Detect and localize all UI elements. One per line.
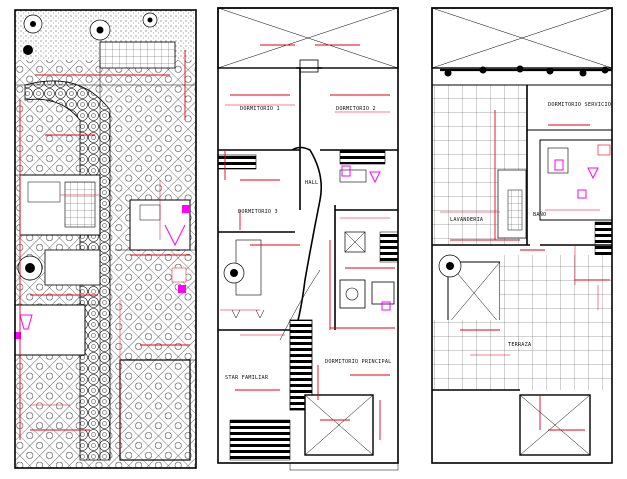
- room-label-dormitorio-2: DORMITORIO 2: [336, 106, 376, 112]
- plan-second-floor: [217, 7, 399, 471]
- room-label-bano: BAÑO: [533, 211, 546, 218]
- room-label-lavanderia: LAVANDERIA: [450, 217, 484, 223]
- room-label-star-familiar: STAR FAMILIAR: [225, 375, 269, 381]
- plan-ground-floor: [14, 9, 197, 469]
- room-label-dormitorio-3: DORMITORIO 3: [238, 209, 278, 215]
- room-label-dormitorio-1: DORMITORIO 1: [240, 106, 280, 112]
- room-label-terraza: TERRAZA: [508, 342, 532, 348]
- room-label-hall: HALL: [305, 180, 318, 186]
- room-labels: DORMITORIO 1 DORMITORIO 2 HALL DORMITORI…: [225, 102, 611, 381]
- room-label-dormitorio-servicio: DORMITORIO SERVICIO: [548, 102, 611, 108]
- room-label-dormitorio-principal: DORMITORIO PRINCIPAL: [325, 359, 391, 365]
- plan-third-floor: [431, 7, 613, 464]
